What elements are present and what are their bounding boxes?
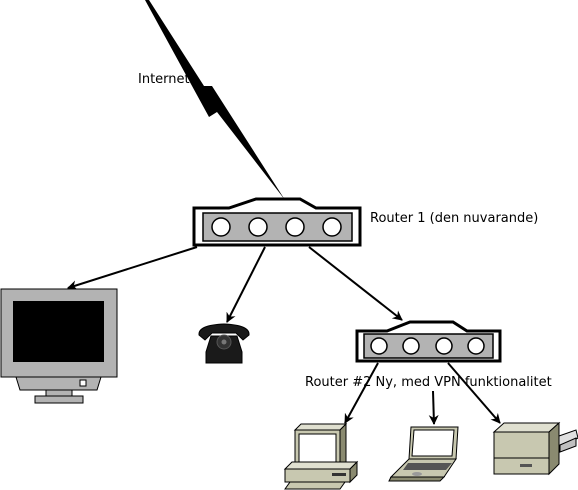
internet-label: Internet	[138, 72, 190, 87]
desktop-computer-icon	[283, 422, 359, 490]
router-1-label: Router 1 (den nuvarande)	[370, 211, 539, 226]
arrow-to-phone	[226, 246, 266, 323]
router-2-icon	[355, 320, 502, 363]
router-1-icon	[192, 197, 362, 247]
arrow-to-laptop	[428, 390, 439, 425]
arrow-to-desktop	[344, 362, 379, 424]
arrow-to-router-2	[308, 246, 403, 321]
tv-monitor-icon	[0, 288, 118, 404]
laptop-icon	[388, 426, 459, 482]
arrow-to-tv	[67, 246, 198, 291]
lightning-bolt-icon	[145, 0, 285, 200]
printer-icon	[492, 421, 578, 476]
telephone-icon	[198, 323, 250, 364]
arrow-to-printer	[447, 362, 501, 424]
router-2-label: Router #2 Ny, med VPN funktionalitet	[305, 375, 552, 390]
